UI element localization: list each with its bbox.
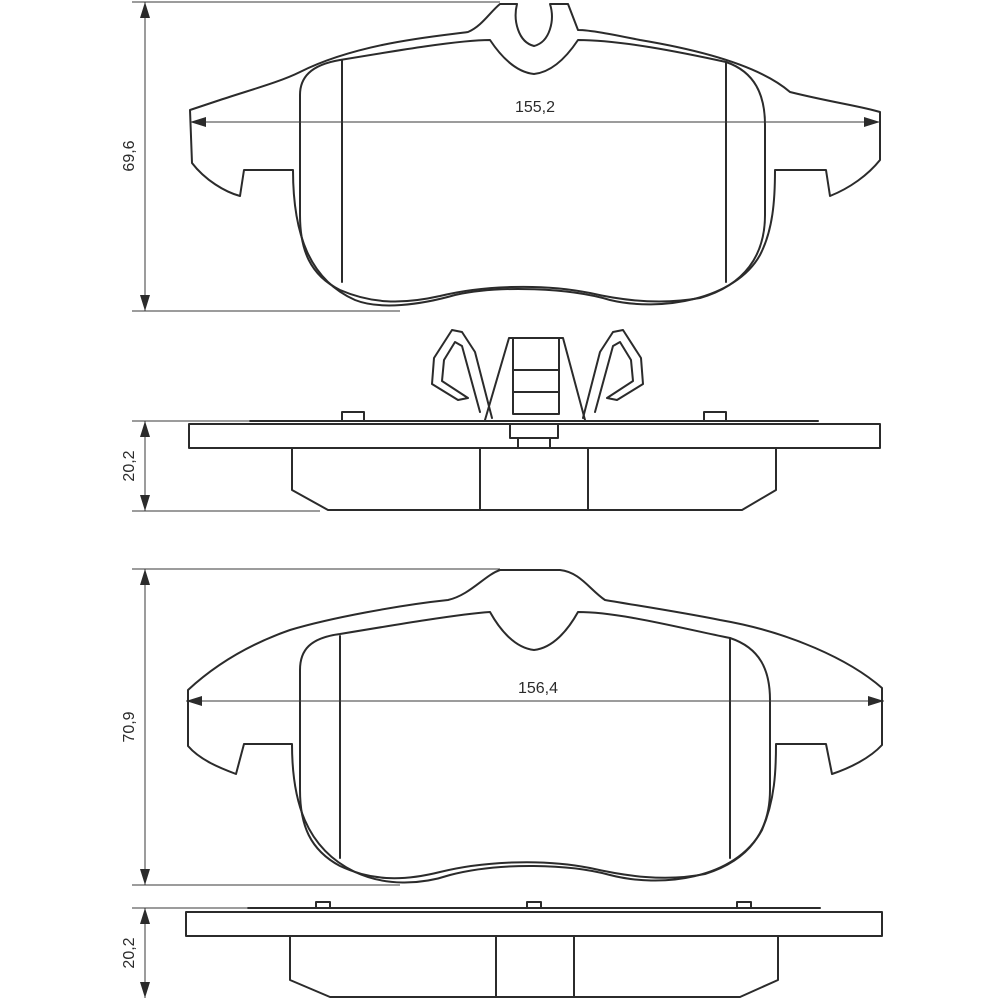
top-pad-width-dimension: 155,2 <box>190 99 880 127</box>
bottom-pad-backing-plate <box>187 569 883 884</box>
bottom-side-thickness-dimension: 20,2 <box>121 907 250 998</box>
top-pad-shim-tab-left <box>341 411 365 422</box>
top-pad-width-label: 155,2 <box>515 99 555 116</box>
top-pad-backing-plate-side <box>188 423 881 449</box>
top-pad-height-dimension: 69,6 <box>121 1 500 312</box>
bottom-pad-shim-tab-left <box>315 901 331 909</box>
bottom-pad-front-view <box>187 569 883 884</box>
bottom-pad-height-dimension: 70,9 <box>121 568 500 886</box>
bottom-pad-height-label: 70,9 <box>121 711 138 742</box>
bottom-pad-shim-tab-center <box>526 901 542 909</box>
top-pad-center-boss-lower <box>517 437 551 449</box>
top-pad-friction-material <box>299 39 766 303</box>
top-pad-backing-plate <box>189 3 881 307</box>
top-pad-height-label: 69,6 <box>121 140 138 171</box>
top-pad-shim-tab-right <box>703 411 727 422</box>
bottom-pad-shim-tab-right <box>736 901 752 909</box>
bottom-side-thickness-label: 20,2 <box>121 937 138 968</box>
top-pad-front-view <box>189 3 881 307</box>
top-pad-side-view <box>188 329 881 511</box>
bottom-pad-friction-block-side <box>289 935 779 998</box>
top-pad-friction-block-side <box>291 447 777 511</box>
bottom-pad-backing-plate-side <box>185 911 883 937</box>
bottom-pad-friction-material <box>299 611 771 880</box>
top-pad-spring-clip <box>431 329 644 421</box>
top-side-thickness-label: 20,2 <box>121 450 138 481</box>
top-pad-center-boss <box>509 423 559 439</box>
bottom-pad-width-dimension: 156,4 <box>186 680 884 706</box>
bottom-pad-side-view <box>185 901 883 998</box>
bottom-pad-width-label: 156,4 <box>518 680 558 697</box>
top-side-thickness-dimension: 20,2 <box>121 420 320 512</box>
